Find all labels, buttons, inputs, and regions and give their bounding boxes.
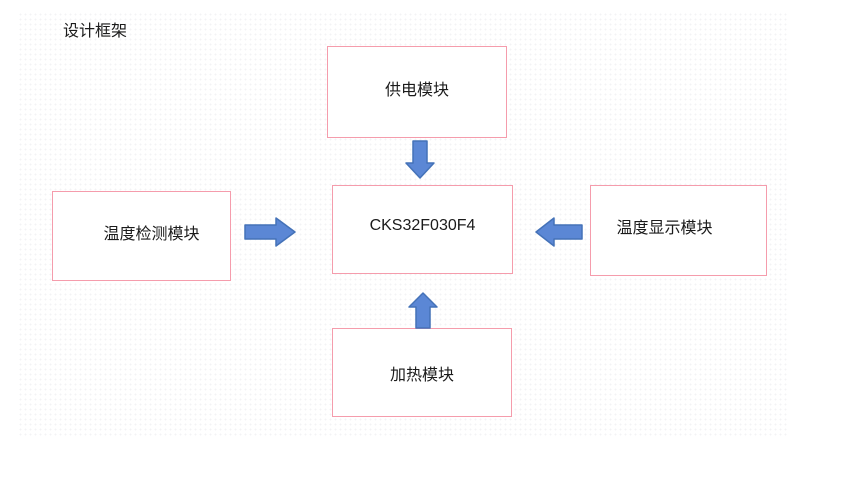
- node-temperature-detect: 温度检测模块: [52, 191, 231, 281]
- node-temperature-display-label: 温度显示模块: [616, 219, 713, 237]
- arrow-power-to-mcu: [405, 140, 435, 179]
- arrow-heater-to-mcu: [408, 292, 438, 329]
- node-power-supply-label: 供电模块: [384, 82, 449, 99]
- block-arrow-left-icon: [535, 217, 583, 247]
- node-heating: 加热模块: [332, 328, 512, 417]
- block-arrow-up-icon: [408, 292, 438, 329]
- page-title: 设计框架: [63, 23, 128, 40]
- node-temperature-detect-label: 温度检测模块: [103, 226, 200, 243]
- arrow-temp-detect-to-mcu: [244, 217, 296, 247]
- block-arrow-down-icon: [405, 140, 435, 179]
- node-temperature-display: 温度显示模块: [590, 185, 767, 276]
- block-arrow-right-icon: [244, 217, 296, 247]
- node-mcu-label: CKS32F030F4: [369, 216, 476, 234]
- node-power-supply: 供电模块: [327, 46, 507, 138]
- node-heating-label: 加热模块: [389, 366, 454, 384]
- node-mcu: CKS32F030F4: [332, 185, 513, 274]
- arrow-temp-display-to-mcu: [535, 217, 583, 247]
